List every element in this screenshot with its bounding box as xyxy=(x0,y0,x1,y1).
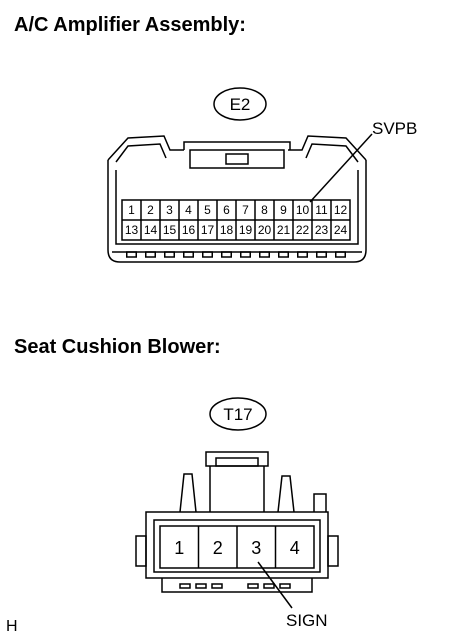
e2-pin-19: 19 xyxy=(239,223,253,237)
e2-pin-20: 20 xyxy=(258,223,272,237)
t17-label-oval xyxy=(209,397,267,431)
t17-right-post xyxy=(277,475,295,513)
e2-pin-14: 14 xyxy=(144,223,158,237)
connector-t17 xyxy=(135,397,339,609)
t17-label: T17 xyxy=(223,405,252,424)
t17-right-ear xyxy=(327,535,339,567)
e2-pin-13: 13 xyxy=(125,223,139,237)
ac-amplifier-heading: A/C Amplifier Assembly: xyxy=(14,14,246,36)
e2-housing xyxy=(107,160,367,263)
t17-side-tab xyxy=(313,493,327,512)
e2-pin-9: 9 xyxy=(280,203,287,217)
e2-pin-17: 17 xyxy=(201,223,215,237)
e2-pin-11: 11 xyxy=(315,203,328,217)
e2-pin-18: 18 xyxy=(220,223,234,237)
e2-pin-7: 7 xyxy=(242,203,249,217)
e2-pin-16: 16 xyxy=(182,223,196,237)
t17-pin-labels: 1 2 3 4 xyxy=(174,538,300,558)
e2-label-oval xyxy=(213,87,267,121)
e2-pin-3: 3 xyxy=(166,203,173,217)
t17-left-post xyxy=(179,473,197,513)
e2-pin-10: 10 xyxy=(296,203,310,217)
e2-pin-15: 15 xyxy=(163,223,177,237)
e2-center-lock xyxy=(183,141,291,150)
t17-pin-2: 2 xyxy=(213,538,223,558)
e2-pin-24: 24 xyxy=(334,223,348,237)
e2-pin-6: 6 xyxy=(223,203,230,217)
e2-right-latch xyxy=(288,135,367,161)
e2-label: E2 xyxy=(230,95,251,114)
t17-pin-4: 4 xyxy=(290,538,300,558)
e2-pin-1: 1 xyxy=(128,203,135,217)
e2-pin-21: 21 xyxy=(277,223,291,237)
e2-pin-23: 23 xyxy=(315,223,329,237)
e2-pin-8: 8 xyxy=(261,203,268,217)
e2-pin-22: 22 xyxy=(296,223,310,237)
e2-left-latch xyxy=(107,135,184,161)
e2-svpb-callout: SVPB xyxy=(372,119,417,138)
e2-pin-5: 5 xyxy=(204,203,211,217)
t17-sign-callout: SIGN xyxy=(286,611,328,630)
e2-pin-2: 2 xyxy=(147,203,154,217)
t17-pin-1: 1 xyxy=(174,538,184,558)
connector-e2 xyxy=(107,87,373,263)
e2-pin-4: 4 xyxy=(185,203,192,217)
e2-pin-12: 12 xyxy=(334,203,348,217)
t17-pin-3: 3 xyxy=(251,538,261,558)
t17-sign-leader xyxy=(257,561,293,609)
seat-cushion-heading: Seat Cushion Blower: xyxy=(14,336,221,358)
t17-left-ear xyxy=(135,535,147,567)
e2-svpb-leader xyxy=(309,133,373,203)
footer-letter: H xyxy=(6,618,18,635)
